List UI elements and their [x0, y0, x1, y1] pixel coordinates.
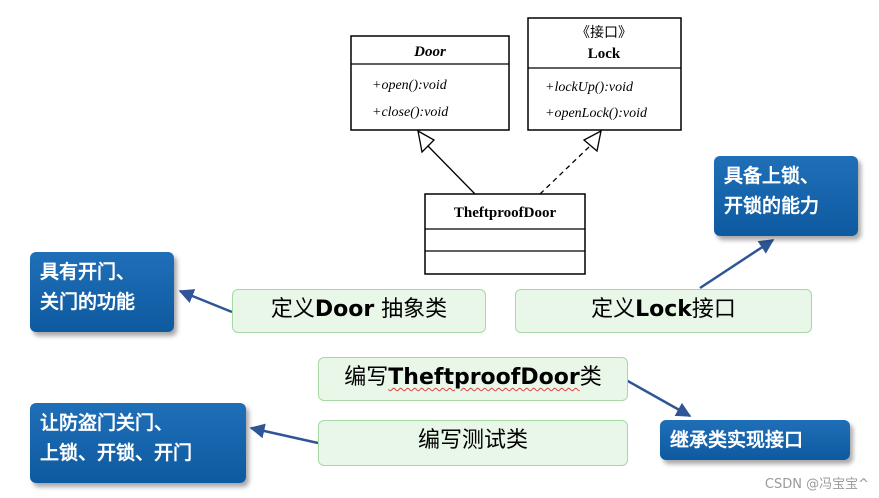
step-prefix: 编写 — [344, 365, 389, 390]
pointer-arrow-lock — [699, 238, 775, 290]
callout-line: 让防盗门关门、 — [40, 412, 174, 434]
pointer-arrow-inherit — [625, 378, 692, 418]
door-class: Door +open():void +close():void — [350, 35, 510, 131]
callout-line: 具备上锁、 — [724, 165, 820, 187]
callout-lock-ability: 具备上锁、 开锁的能力 — [714, 156, 858, 236]
door-method-close: +close():void — [372, 105, 449, 120]
theftproof-door-class: TheftproofDoor — [424, 193, 586, 275]
lock-interface: 《接口》 Lock +lockUp():void +openLock():voi… — [527, 17, 682, 131]
step-write-class: 编写TheftproofDoor类 — [318, 357, 628, 401]
callout-line: 继承类实现接口 — [670, 429, 804, 451]
door-class-name: Door — [413, 44, 446, 60]
callout-line: 具有开门、 — [40, 261, 136, 283]
lock-method-openlock: +openLock():void — [545, 106, 648, 121]
step-prefix: 定义 — [270, 297, 315, 322]
step-define-lock: 定义Lock接口 — [515, 289, 812, 333]
lock-stereotype: 《接口》 — [576, 24, 632, 41]
realization-arrow — [539, 129, 602, 195]
step-text: 编写测试类 — [417, 428, 528, 453]
step-define-door: 定义Door 抽象类 — [232, 289, 486, 333]
callout-line: 关门的功能 — [40, 291, 136, 313]
step-name: TheftproofDoor — [388, 365, 580, 390]
watermark: CSDN @冯宝宝^ — [764, 477, 869, 492]
pointer-arrow-door — [178, 289, 233, 314]
callout-line: 上锁、开锁、开门 — [40, 442, 193, 464]
callout-test-actions: 让防盗门关门、 上锁、开锁、开门 — [30, 403, 246, 483]
step-suffix: 类 — [579, 365, 602, 390]
step-name: Door — [314, 297, 375, 322]
lock-method-lockup: +lockUp():void — [545, 80, 634, 95]
callout-door-function: 具有开门、 关门的功能 — [30, 252, 174, 332]
callout-inherit: 继承类实现接口 — [660, 420, 850, 460]
callout-line: 开锁的能力 — [724, 195, 820, 217]
step-write-test: 编写测试类 — [318, 420, 628, 466]
step-prefix: 定义 — [591, 297, 636, 322]
pointer-arrow-test — [249, 423, 319, 445]
lock-interface-name: Lock — [588, 46, 621, 62]
door-method-open: +open():void — [372, 78, 448, 93]
inheritance-arrow — [417, 129, 476, 195]
theftproof-door-name: TheftproofDoor — [454, 205, 557, 221]
step-name: Lock — [635, 297, 692, 322]
step-suffix: 接口 — [691, 297, 736, 322]
step-suffix: 抽象类 — [374, 297, 448, 322]
